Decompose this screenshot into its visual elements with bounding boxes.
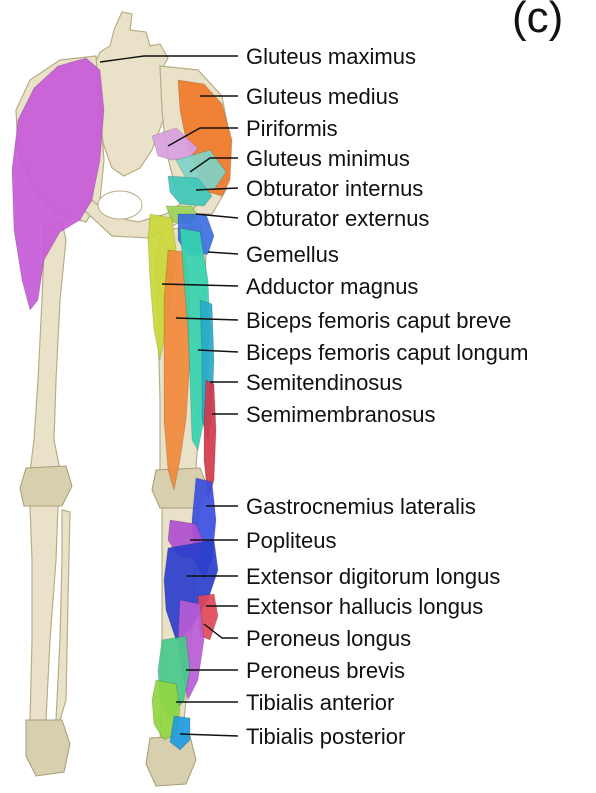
label-extensor-hallucis-longus: Extensor hallucis longus (246, 594, 483, 619)
label-biceps-femoris-longum: Biceps femoris caput longum (246, 340, 528, 365)
label-obturator-internus: Obturator internus (246, 176, 423, 201)
obturator-foramen (98, 191, 142, 219)
leader-gemellus (208, 252, 238, 254)
left-tibia-bone (30, 506, 58, 722)
label-obturator-externus: Obturator externus (246, 206, 429, 231)
label-peroneus-longus: Peroneus longus (246, 626, 411, 651)
label-biceps-femoris-breve: Biceps femoris caput breve (246, 308, 511, 333)
label-popliteus: Popliteus (246, 528, 337, 553)
label-tibialis-posterior: Tibialis posterior (246, 724, 405, 749)
label-tibialis-anterior: Tibialis anterior (246, 690, 394, 715)
left-foot-bone (26, 720, 70, 776)
label-extensor-digitorum-longus: Extensor digitorum longus (246, 564, 500, 589)
label-gastrocnemius-lateralis: Gastrocnemius lateralis (246, 494, 476, 519)
label-peroneus-brevis: Peroneus brevis (246, 658, 405, 683)
labels: Gluteus maximus Gluteus medius Piriformi… (246, 44, 528, 749)
label-gluteus-minimus: Gluteus minimus (246, 146, 410, 171)
panel-letter: (c) (512, 0, 563, 42)
label-gluteus-medius: Gluteus medius (246, 84, 399, 109)
label-gemellus: Gemellus (246, 242, 339, 267)
right-foot-bone (146, 736, 196, 786)
label-piriformis: Piriformis (246, 116, 338, 141)
label-semimembranosus: Semimembranosus (246, 402, 436, 427)
label-gluteus-maximus: Gluteus maximus (246, 44, 416, 69)
left-knee-bone (20, 466, 72, 506)
label-semitendinosus: Semitendinosus (246, 370, 403, 395)
label-adductor-magnus: Adductor magnus (246, 274, 418, 299)
left-fibula-bone (56, 510, 70, 720)
